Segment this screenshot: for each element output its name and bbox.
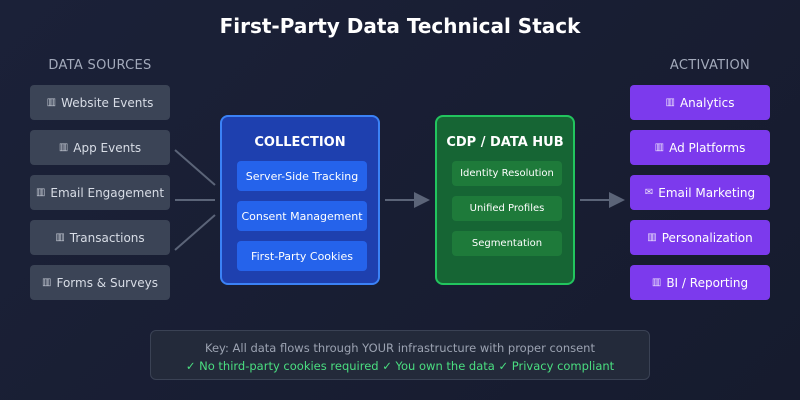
collection-item-first-party-cookies: First-Party Cookies bbox=[237, 241, 367, 271]
activation-item-label: Email Marketing bbox=[658, 185, 756, 200]
key-benefits: ✓ No third-party cookies required ✓ You … bbox=[185, 359, 615, 373]
list-icon: ▥ bbox=[35, 187, 46, 198]
activation-item-label: Personalization bbox=[661, 230, 753, 245]
activation-analytics: ▥ Analytics bbox=[630, 85, 770, 120]
source-label: Forms & Surveys bbox=[56, 275, 158, 290]
cdp-item-segmentation: Segmentation bbox=[452, 231, 562, 256]
source-app-events: ▥ App Events bbox=[30, 130, 170, 165]
connector-source-lower bbox=[174, 214, 216, 251]
cdp-title: CDP / DATA HUB bbox=[446, 135, 564, 150]
envelope-icon: ✉ bbox=[644, 187, 654, 198]
activation-email-marketing: ✉ Email Marketing bbox=[630, 175, 770, 210]
source-label: Website Events bbox=[61, 95, 154, 110]
cdp-panel: CDP / DATA HUB Identity Resolution Unifi… bbox=[435, 115, 575, 285]
connector-source-upper bbox=[174, 149, 216, 186]
list-icon: ▥ bbox=[55, 232, 65, 243]
data-sources-label: DATA SOURCES bbox=[48, 58, 152, 73]
activation-item-label: Analytics bbox=[679, 95, 735, 110]
list-icon: ▥ bbox=[46, 97, 57, 108]
source-label: Transactions bbox=[69, 230, 145, 245]
activation-item-label: Ad Platforms bbox=[669, 140, 746, 155]
source-label: App Events bbox=[73, 140, 142, 155]
source-forms-surveys: ▥ Forms & Surveys bbox=[30, 265, 170, 300]
collection-panel: COLLECTION Server-Side Tracking Consent … bbox=[220, 115, 380, 285]
collection-title: COLLECTION bbox=[254, 135, 346, 150]
activation-ad-platforms: ▥ Ad Platforms bbox=[630, 130, 770, 165]
activation-personalization: ▥ Personalization bbox=[630, 220, 770, 255]
page-title: First-Party Data Technical Stack bbox=[219, 14, 581, 38]
key-box: Key: All data flows through YOUR infrast… bbox=[150, 330, 650, 380]
list-icon: ▥ bbox=[651, 277, 662, 288]
source-transactions: ▥ Transactions bbox=[30, 220, 170, 255]
source-email-engagement: ▥ Email Engagement bbox=[30, 175, 170, 210]
collection-item-server-side-tracking: Server-Side Tracking bbox=[237, 161, 367, 191]
activation-label: ACTIVATION bbox=[669, 58, 751, 73]
source-website-events: ▥ Website Events bbox=[30, 85, 170, 120]
source-label: Email Engagement bbox=[50, 185, 165, 200]
list-icon: ▥ bbox=[654, 142, 665, 153]
activation-item-label: BI / Reporting bbox=[666, 275, 749, 290]
key-description: Key: All data flows through YOUR infrast… bbox=[205, 341, 595, 355]
cdp-item-unified-profiles: Unified Profiles bbox=[452, 196, 562, 221]
cdp-item-identity-resolution: Identity Resolution bbox=[452, 161, 562, 186]
list-icon: ▥ bbox=[647, 232, 657, 243]
list-icon: ▥ bbox=[665, 97, 675, 108]
collection-item-consent-management: Consent Management bbox=[237, 201, 367, 231]
list-icon: ▥ bbox=[42, 277, 52, 288]
activation-bi-reporting: ▥ BI / Reporting bbox=[630, 265, 770, 300]
list-icon: ▥ bbox=[58, 142, 69, 153]
